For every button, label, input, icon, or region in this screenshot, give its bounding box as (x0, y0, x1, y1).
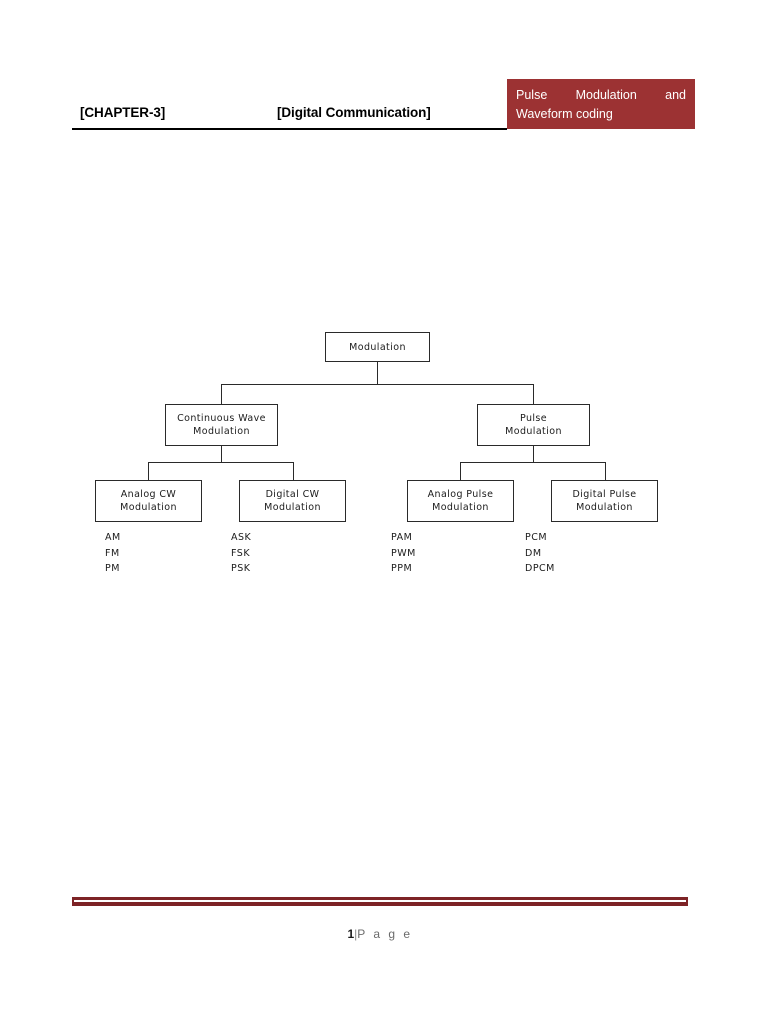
connector-cw-stem (221, 446, 223, 462)
diagram-node-pulse-modulation-label: Pulse Modulation (505, 413, 562, 437)
connector-level2-drop-left (221, 384, 223, 404)
connector-pulse-drop-right (605, 462, 607, 480)
diagram-node-analog-cw-modulation: Analog CW Modulation (95, 480, 202, 522)
modulation-classification-diagram: Modulation Continuous Wave Modulation Pu… (80, 320, 680, 574)
connector-pulse-stem (533, 446, 535, 462)
page-number-separator: | (354, 927, 358, 941)
diagram-node-analog-pulse-modulation: Analog Pulse Modulation (407, 480, 514, 522)
connector-level2-bar (221, 384, 534, 386)
diagram-node-pulse-modulation: Pulse Modulation (477, 404, 590, 446)
leaf-list-analog-cw: AM FM PM (105, 532, 121, 574)
diagram-node-digital-cw-modulation-label: Digital CW Modulation (264, 489, 321, 513)
diagram-node-digital-pulse-modulation-label: Digital Pulse Modulation (572, 489, 637, 513)
chapter-label: [CHAPTER-3] (80, 105, 166, 120)
diagram-node-continuous-wave-modulation: Continuous Wave Modulation (165, 404, 278, 446)
connector-pulse-bar (460, 462, 606, 464)
leaf-list-digital-cw: ASK FSK PSK (231, 532, 252, 574)
footer-divider-rule (72, 897, 688, 906)
header-divider-rule (72, 128, 507, 130)
leaf-list-analog-pulse: PAM PWM PPM (391, 532, 416, 574)
page-title: [Digital Communication] (277, 105, 431, 120)
connector-cw-drop-right (293, 462, 295, 480)
footer-divider-inner-line (74, 900, 686, 902)
diagram-node-root-label: Modulation (349, 341, 406, 353)
diagram-node-analog-pulse-modulation-label: Analog Pulse Modulation (427, 489, 494, 513)
connector-cw-drop-left (148, 462, 150, 480)
connector-cw-bar (148, 462, 294, 464)
connector-root-stem (377, 362, 379, 384)
header-topic-badge-line1: Pulse Modulation and (516, 88, 686, 102)
diagram-node-root: Modulation (325, 332, 430, 362)
leaf-list-digital-pulse: PCM DM DPCM (525, 532, 555, 574)
page-number-indicator: 1|P a g e (72, 927, 688, 941)
page-number-word: P a g e (357, 927, 413, 941)
diagram-node-continuous-wave-modulation-label: Continuous Wave Modulation (177, 413, 266, 437)
connector-pulse-drop-left (460, 462, 462, 480)
diagram-node-digital-pulse-modulation: Digital Pulse Modulation (551, 480, 658, 522)
page-number-value: 1 (347, 927, 355, 941)
header-topic-badge-line2: Waveform coding (516, 107, 613, 121)
page-header: [CHAPTER-3] [Digital Communication] Puls… (72, 79, 695, 131)
header-topic-badge: Pulse Modulation and Waveform coding (507, 79, 695, 129)
diagram-node-analog-cw-modulation-label: Analog CW Modulation (120, 489, 177, 513)
page-footer: 1|P a g e (72, 897, 688, 957)
diagram-node-digital-cw-modulation: Digital CW Modulation (239, 480, 346, 522)
connector-level2-drop-right (533, 384, 535, 404)
